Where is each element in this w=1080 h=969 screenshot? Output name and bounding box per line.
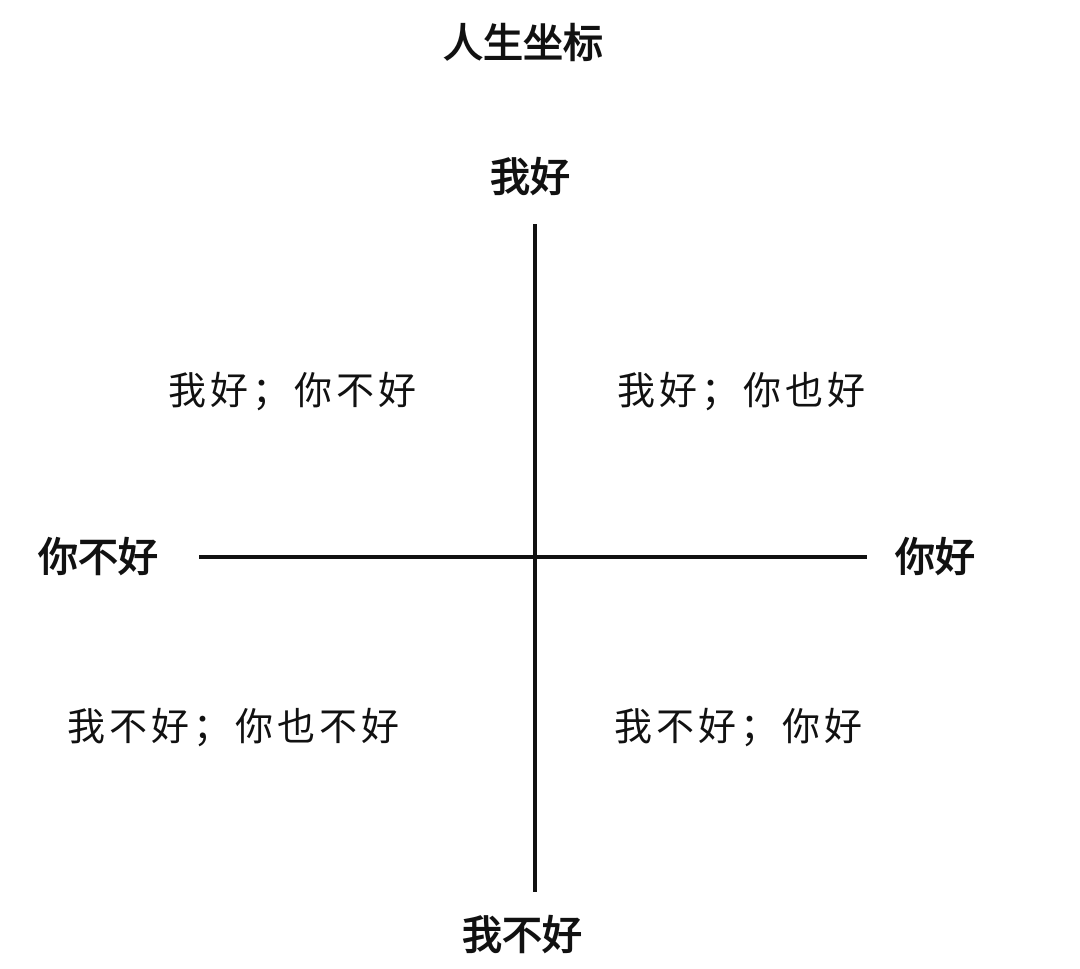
axis-label-left: 你不好 [38, 535, 158, 581]
quadrant-top-left: 我好；你不好 [168, 369, 421, 413]
horizontal-axis-line [199, 555, 867, 559]
axis-label-right: 你好 [895, 535, 975, 581]
quadrant-bottom-right: 我不好；你好 [614, 705, 867, 749]
diagram-title: 人生坐标 [443, 21, 603, 67]
axis-label-top: 我好 [490, 155, 570, 201]
quadrant-top-right: 我好；你也好 [617, 369, 870, 413]
quadrant-bottom-left: 我不好；你也不好 [67, 705, 404, 749]
axis-label-bottom: 我不好 [462, 913, 582, 959]
